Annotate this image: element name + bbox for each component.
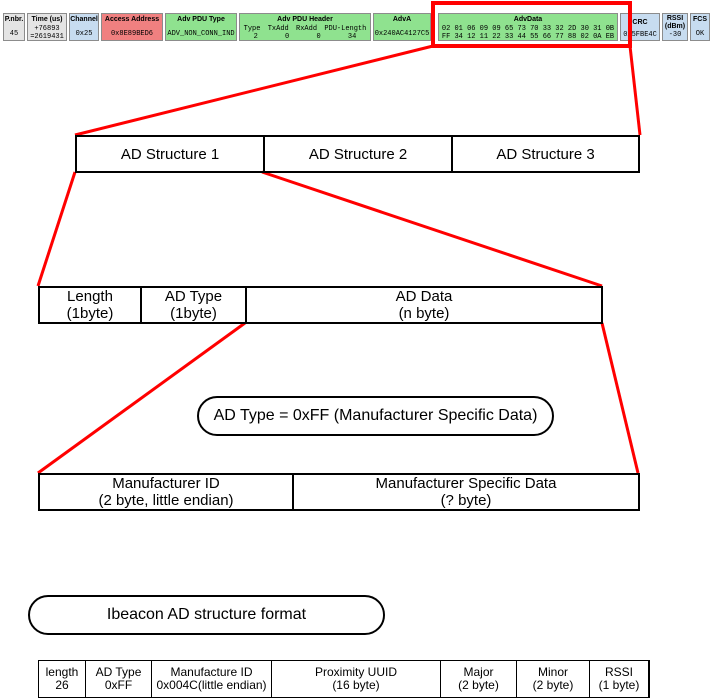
ibeacon-uuid-label: Proximity UUID bbox=[314, 665, 397, 679]
manufacturer-id-size: (2 byte, little endian) bbox=[98, 492, 234, 509]
adv-pdu-field-type: Type bbox=[243, 25, 261, 33]
crc-column: CRC 0x5FBE4C bbox=[620, 13, 660, 41]
ad-structure-3: AD Structure 3 bbox=[496, 145, 595, 163]
time-header: Time (us) bbox=[31, 16, 63, 23]
ibeacon-length-label: length bbox=[45, 665, 79, 679]
adv-pdu-header-values: 2 0 0 34 bbox=[240, 33, 370, 41]
advdata-column: AdvData 02 01 06 09 09 65 73 70 33 32 2D… bbox=[438, 13, 618, 41]
ibeacon-title: Ibeacon AD structure format bbox=[28, 595, 385, 635]
ibeacon-minor-size: (2 byte) bbox=[532, 678, 574, 692]
adv-pdu-type-header: Adv PDU Type bbox=[177, 16, 225, 23]
ibeacon-length-value: 26 bbox=[55, 678, 69, 692]
adv-pdu-field-rxadd: RxAdd bbox=[296, 25, 318, 33]
pnbr-header: P.nbr. bbox=[4, 16, 24, 23]
ad-type-field: AD Type (1byte) bbox=[142, 288, 247, 322]
ad-structure-1: AD Structure 1 bbox=[77, 137, 265, 171]
adv-pdu-value-txadd: 0 bbox=[285, 33, 290, 41]
adv-pdu-value-length: 34 bbox=[347, 33, 357, 41]
manufacturer-box: Manufacturer ID (2 byte, little endian) … bbox=[38, 473, 640, 511]
zoom-line-3-left bbox=[37, 321, 246, 475]
advdata-line-1: 02 01 06 09 09 65 73 70 33 32 2D 30 31 0… bbox=[441, 25, 615, 33]
channel-value: 0x25 bbox=[75, 30, 93, 38]
ad-structures-box: AD Structure 1 AD Structure 2 AD Structu… bbox=[75, 135, 640, 173]
crc-value: 0x5FBE4C bbox=[623, 31, 657, 39]
ibeacon-manufacture-id-value: 0x004C(little endian) bbox=[156, 678, 267, 692]
rssi-column: RSSI (dBm) -30 bbox=[662, 13, 688, 41]
fcs-column: FCS OK bbox=[690, 13, 710, 41]
zoom-line-1-left bbox=[74, 44, 434, 137]
manufacturer-id-label: Manufacturer ID bbox=[112, 475, 220, 492]
ad-type-note: AD Type = 0xFF (Manufacturer Specific Da… bbox=[197, 396, 554, 436]
ad-data-field-size: (n byte) bbox=[398, 305, 450, 322]
length-field-label: Length bbox=[67, 288, 113, 305]
ibeacon-manufacture-id-field: Manufacture ID 0x004C(little endian) bbox=[152, 661, 272, 697]
channel-column: Channel 0x25 bbox=[69, 13, 99, 41]
ibeacon-length-field: length 26 bbox=[39, 661, 86, 697]
adv-pdu-type-value: ADV_NON_CONN_IND bbox=[167, 30, 235, 38]
ibeacon-major-field: Major (2 byte) bbox=[441, 661, 517, 697]
ibeacon-ad-type-field: AD Type 0xFF bbox=[86, 661, 152, 697]
manufacturer-data-size: (? byte) bbox=[440, 492, 492, 509]
adv-pdu-type-column: Adv PDU Type ADV_NON_CONN_IND bbox=[165, 13, 237, 41]
time-column: Time (us) +76893 =2619431 bbox=[27, 13, 67, 41]
time-value: =2619431 bbox=[30, 33, 64, 41]
access-address-column: Access Address 0x8E89BED6 bbox=[101, 13, 163, 41]
adv-pdu-header-header: Adv PDU Header bbox=[277, 16, 333, 23]
ibeacon-minor-field: Minor (2 byte) bbox=[517, 661, 590, 697]
length-field-size: (1byte) bbox=[66, 305, 114, 322]
fcs-value: OK bbox=[695, 30, 705, 38]
ad-type-field-size: (1byte) bbox=[170, 305, 217, 322]
ad-data-field-label: AD Data bbox=[395, 288, 453, 305]
manufacturer-id-field: Manufacturer ID (2 byte, little endian) bbox=[40, 475, 294, 509]
ibeacon-major-size: (2 byte) bbox=[458, 678, 499, 692]
manufacturer-data-label: Manufacturer Specific Data bbox=[375, 475, 557, 492]
pnbr-value: 45 bbox=[9, 30, 19, 38]
adv-pdu-header-column: Adv PDU Header Type TxAdd RxAdd PDU-Leng… bbox=[239, 13, 371, 41]
zoom-line-2-right bbox=[261, 170, 603, 288]
fcs-header: FCS bbox=[693, 16, 707, 23]
advdata-header: AdvData bbox=[513, 16, 543, 23]
ad-fields-box: Length (1byte) AD Type (1byte) AD Data (… bbox=[38, 286, 603, 324]
adva-column: AdvA 0x240AC4127C5 bbox=[373, 13, 431, 41]
adva-header: AdvA bbox=[392, 16, 412, 23]
channel-header: Channel bbox=[70, 16, 98, 23]
manufacturer-data-field: Manufacturer Specific Data (? byte) bbox=[294, 475, 638, 509]
adv-pdu-field-txadd: TxAdd bbox=[267, 25, 289, 33]
adva-value: 0x240AC4127C5 bbox=[374, 30, 430, 38]
ibeacon-minor-label: Minor bbox=[537, 665, 568, 679]
adv-pdu-field-length: PDU-Length bbox=[324, 25, 367, 33]
ibeacon-uuid-field: Proximity UUID (16 byte) bbox=[272, 661, 441, 697]
crc-header: CRC bbox=[632, 19, 648, 26]
ibeacon-ad-type-label: AD Type bbox=[95, 665, 142, 679]
pnbr-column: P.nbr. 45 bbox=[3, 13, 25, 41]
zoom-line-3-right bbox=[600, 322, 640, 474]
rssi-value: -30 bbox=[668, 31, 682, 39]
ibeacon-ad-type-value: 0xFF bbox=[104, 678, 133, 692]
ad-structure-2: AD Structure 2 bbox=[265, 137, 453, 171]
ad-data-field: AD Data (n byte) bbox=[247, 288, 601, 322]
ibeacon-rssi-size: (1 byte) bbox=[598, 678, 640, 692]
ad-type-field-label: AD Type bbox=[164, 288, 223, 305]
length-field: Length (1byte) bbox=[40, 288, 142, 322]
advdata-highlight bbox=[431, 1, 632, 48]
time-delta: +76893 bbox=[34, 25, 60, 33]
ibeacon-format-box: length 26 AD Type 0xFF Manufacture ID 0x… bbox=[38, 660, 650, 698]
ibeacon-major-label: Major bbox=[463, 665, 494, 679]
access-address-header: Access Address bbox=[104, 16, 160, 23]
ibeacon-rssi-field: RSSI (1 byte) bbox=[590, 661, 649, 697]
advdata-line-2: FF 34 12 11 22 33 44 55 66 77 88 02 0A E… bbox=[441, 33, 615, 41]
ibeacon-rssi-label: RSSI bbox=[604, 665, 633, 679]
ibeacon-uuid-size: (16 byte) bbox=[332, 678, 380, 692]
adv-pdu-value-rxadd: 0 bbox=[316, 33, 321, 41]
access-address-value: 0x8E89BED6 bbox=[110, 30, 153, 38]
rssi-header: RSSI (dBm) bbox=[664, 15, 686, 30]
ibeacon-manufacture-id-label: Manufacture ID bbox=[170, 665, 253, 679]
adv-pdu-header-fields: Type TxAdd RxAdd PDU-Length bbox=[240, 25, 370, 33]
zoom-line-1-right bbox=[628, 45, 642, 136]
zoom-line-2-left bbox=[36, 171, 77, 287]
adv-pdu-value-type: 2 bbox=[253, 33, 258, 41]
